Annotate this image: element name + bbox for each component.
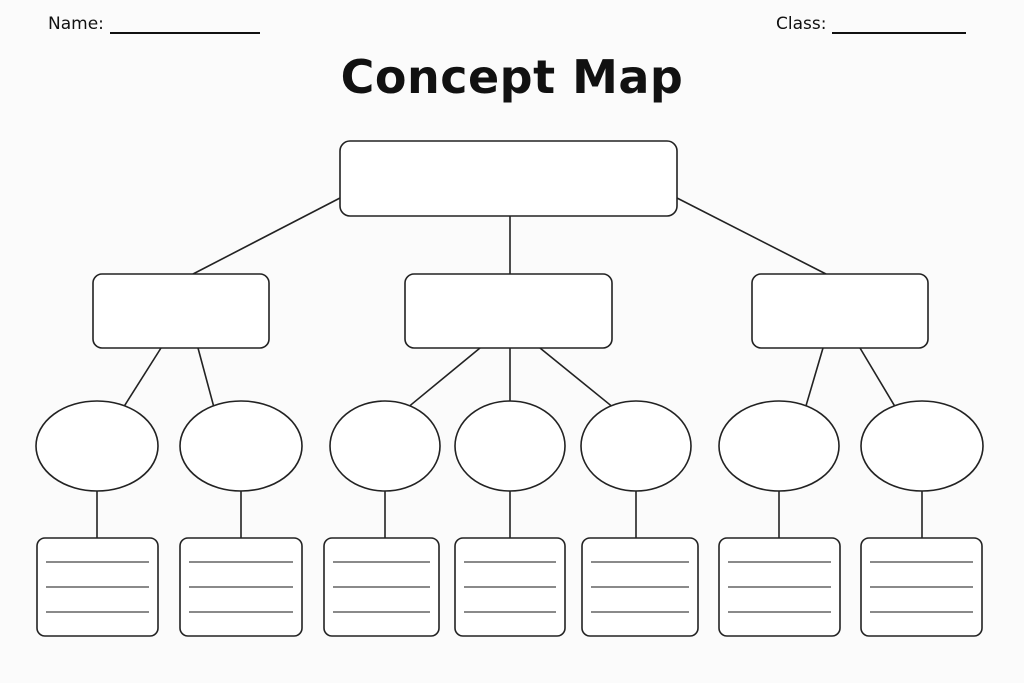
name-label: Name: bbox=[48, 14, 104, 34]
connector-sub-to-oval-3 bbox=[409, 347, 481, 407]
class-label: Class: bbox=[776, 14, 827, 34]
concept-oval-2[interactable] bbox=[179, 400, 303, 492]
connector-main-to-sub-3 bbox=[676, 197, 827, 275]
sub-concept-box-1[interactable] bbox=[92, 273, 270, 349]
concept-oval-6[interactable] bbox=[718, 400, 840, 492]
sub-concept-box-3[interactable] bbox=[751, 273, 929, 349]
page-title: Concept Map bbox=[340, 50, 684, 104]
concept-oval-3[interactable] bbox=[329, 400, 441, 492]
connector-sub-to-oval-7 bbox=[859, 347, 896, 407]
main-concept-box[interactable] bbox=[339, 140, 678, 217]
connector-sub-to-oval-6 bbox=[805, 347, 824, 407]
sub-concept-box-2[interactable] bbox=[404, 273, 613, 349]
name-field[interactable]: Name: bbox=[48, 14, 260, 34]
class-blank-line[interactable] bbox=[832, 16, 967, 34]
connector-sub-to-oval-5 bbox=[539, 347, 612, 407]
name-blank-line[interactable] bbox=[109, 16, 260, 34]
nodes bbox=[35, 140, 984, 637]
connectors bbox=[96, 197, 923, 538]
concept-oval-1[interactable] bbox=[35, 400, 159, 492]
connector-sub-to-oval-1 bbox=[123, 347, 162, 407]
concept-oval-7[interactable] bbox=[860, 400, 984, 492]
concept-oval-5[interactable] bbox=[580, 400, 692, 492]
class-field[interactable]: Class: bbox=[776, 14, 967, 34]
connector-sub-to-oval-2 bbox=[197, 347, 215, 407]
concept-oval-4[interactable] bbox=[454, 400, 566, 492]
connector-main-to-sub-1 bbox=[192, 197, 341, 275]
